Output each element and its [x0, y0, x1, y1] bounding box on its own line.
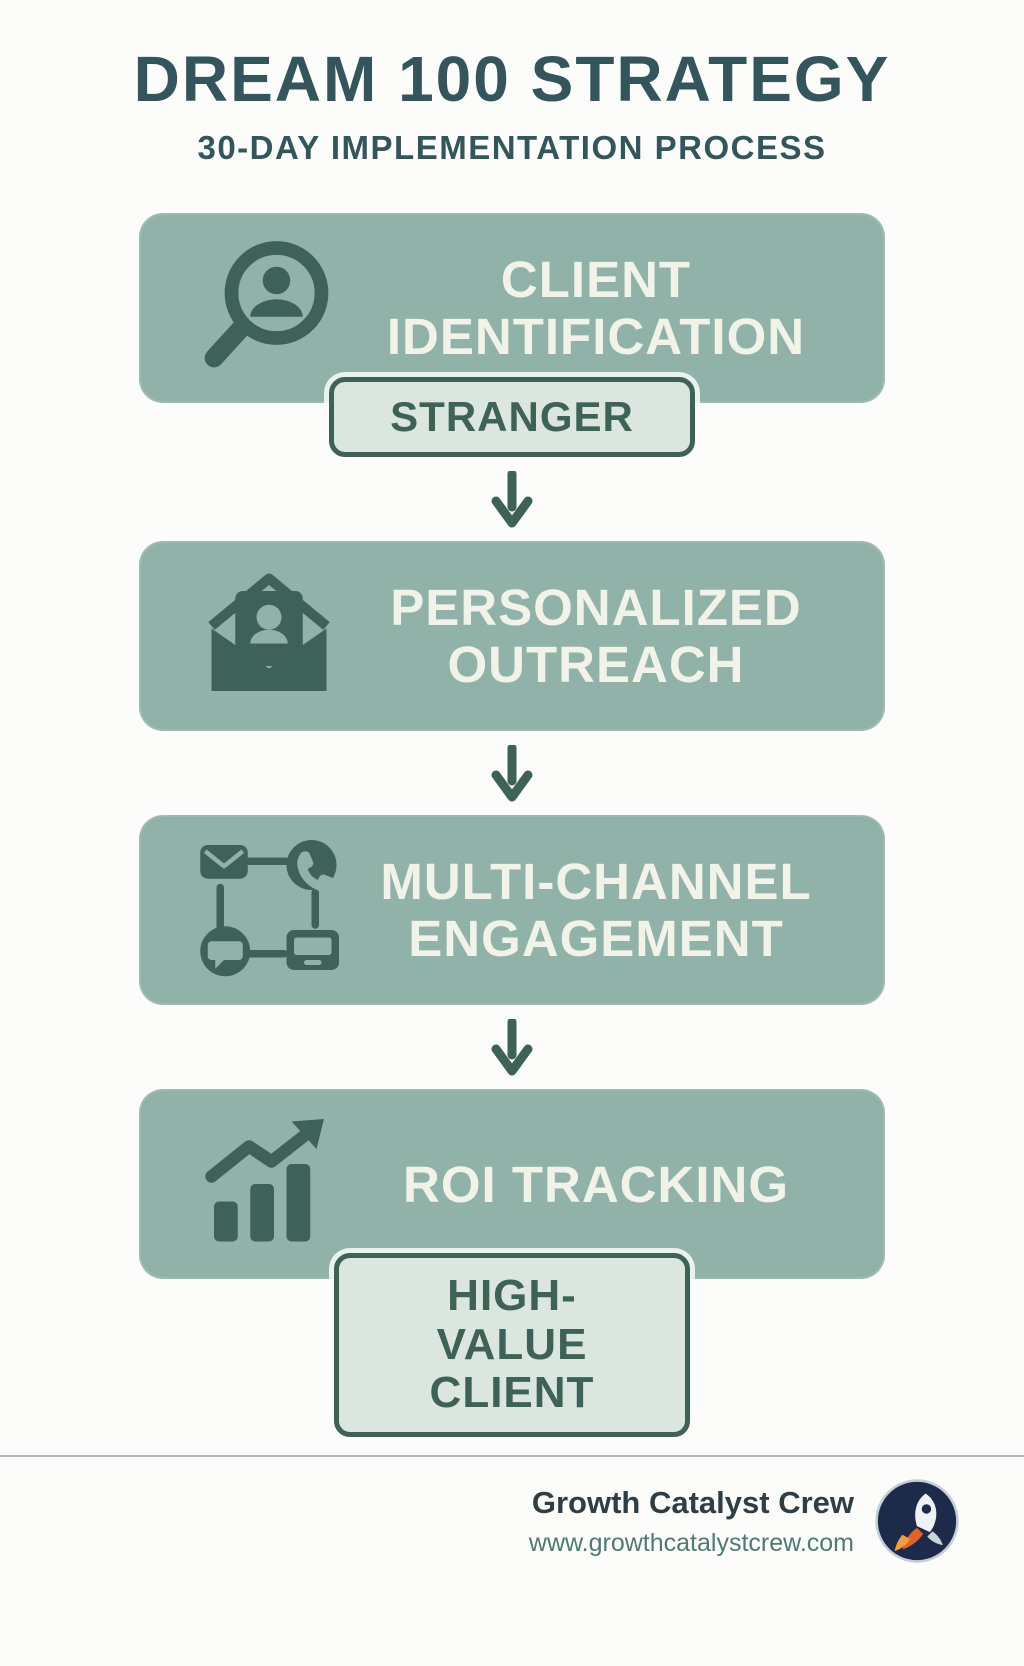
down-arrow-icon: [490, 471, 534, 529]
step-client-identification: CLIENT IDENTIFICATION: [139, 213, 885, 404]
down-arrow-icon: [490, 745, 534, 803]
envelope-contact-icon: [185, 561, 353, 711]
page-title: DREAM 100 STRATEGY: [133, 43, 891, 115]
rocket-logo-icon: [874, 1478, 960, 1564]
page-subtitle: 30-DAY IMPLEMENTATION PROCESS: [197, 129, 827, 167]
step-title-roi-tracking: ROI TRACKING: [403, 1155, 789, 1213]
step-roi-tracking: ROI TRACKING: [139, 1089, 885, 1280]
magnifier-person-icon: [185, 233, 353, 383]
footer-text: Growth Catalyst Crew www.growthcatalystc…: [529, 1485, 854, 1558]
header: DREAM 100 STRATEGY 30-DAY IMPLEMENTATION…: [0, 0, 1024, 167]
stage-badge-stranger: STRANGER: [329, 377, 695, 458]
brand-url: www.growthcatalystcrew.com: [528, 1528, 854, 1557]
step-title-multi-channel-engagement: MULTI-CHANNEL ENGAGEMENT: [380, 853, 812, 968]
brand-name: Growth Catalyst Crew: [531, 1484, 854, 1520]
step-personalized-outreach: PERSONALIZED OUTREACH: [139, 541, 885, 732]
step-title-client-identification: CLIENT IDENTIFICATION: [386, 251, 806, 366]
footer-divider: [0, 1455, 1024, 1457]
footer: Growth Catalyst Crew www.growthcatalystc…: [529, 1478, 960, 1564]
process-flow: CLIENT IDENTIFICATION STRANGER PERSONALI…: [0, 213, 1024, 1437]
step-title-personalized-outreach: PERSONALIZED OUTREACH: [390, 579, 802, 694]
down-arrow-icon: [490, 1019, 534, 1077]
growth-chart-icon: [185, 1109, 353, 1259]
step-multi-channel-engagement: MULTI-CHANNEL ENGAGEMENT: [139, 815, 885, 1006]
multi-channel-network-icon: [185, 835, 353, 985]
stage-badge-high-value-client: HIGH-VALUE CLIENT: [334, 1253, 690, 1437]
